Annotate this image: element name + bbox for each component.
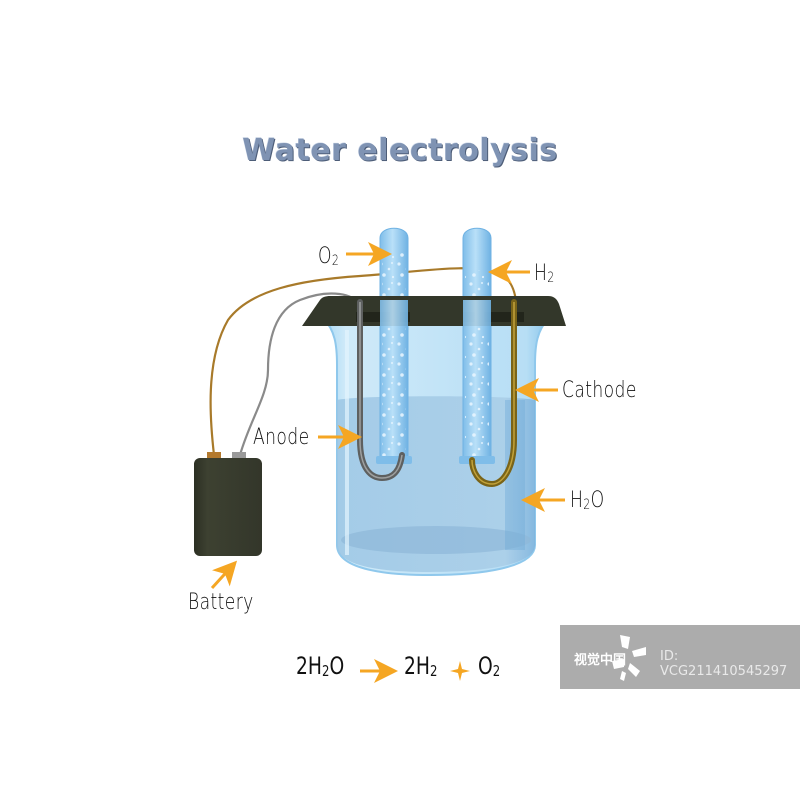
label-o2: O2	[318, 244, 340, 269]
equation-reactant: 2H2O	[296, 652, 345, 680]
beaker-lid	[302, 296, 566, 326]
watermark: 视觉中国 ID: VCG211410545297	[560, 625, 800, 689]
battery-arrow	[210, 560, 238, 590]
label-h2: H2	[534, 261, 555, 286]
equation-product-h2: 2H2	[404, 652, 438, 680]
anode-wire	[238, 292, 359, 456]
watermark-id: ID: VCG211410545297	[660, 649, 788, 679]
battery	[194, 452, 262, 556]
label-cathode: Cathode	[562, 378, 637, 403]
equation-product-o2: O2	[478, 652, 501, 680]
oxygen-tube	[376, 227, 412, 464]
diagram-title: Water electrolysis	[242, 133, 558, 168]
hydrogen-tube	[459, 227, 495, 464]
label-battery: Battery	[188, 590, 254, 615]
watermark-logo-icon	[612, 635, 646, 681]
label-h2o: H2O	[570, 488, 605, 513]
plus-sign	[450, 661, 470, 681]
label-anode: Anode	[253, 425, 310, 450]
